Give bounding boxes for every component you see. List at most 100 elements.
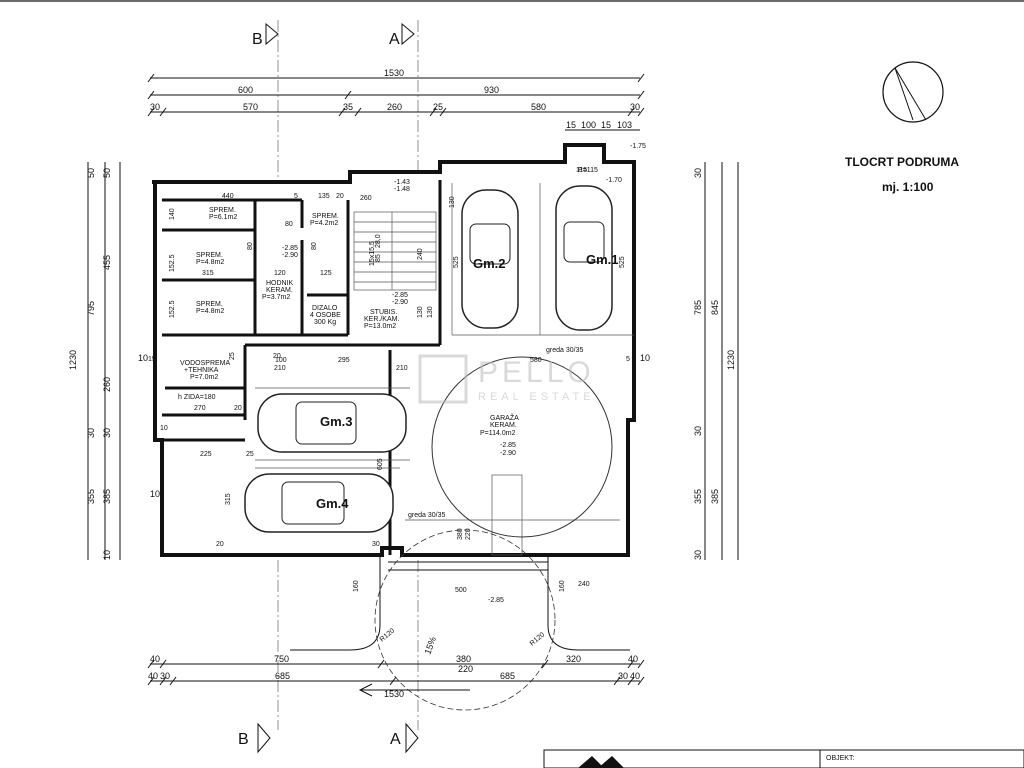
wall-height-note: h ZIDA=180 bbox=[178, 394, 216, 401]
svg-text:HODNIK: HODNIK bbox=[266, 280, 294, 287]
level-markers: -1.43 -1.48 P=115 -1.70 -1.75 -2.85 -2.9… bbox=[282, 143, 646, 604]
svg-text:240: 240 bbox=[417, 248, 424, 260]
svg-text:100: 100 bbox=[275, 357, 287, 364]
svg-text:DIZALO: DIZALO bbox=[312, 305, 338, 312]
svg-text:10: 10 bbox=[640, 353, 650, 363]
bottom-dimensions: 40 750 380 320 40 220 40 30 685 685 30 4… bbox=[147, 654, 645, 699]
parking-label-gm4: Gm.4 bbox=[316, 496, 349, 511]
svg-text:270: 270 bbox=[194, 405, 206, 412]
svg-text:600: 600 bbox=[238, 85, 253, 95]
svg-text:A: A bbox=[389, 31, 400, 48]
right-dimensions: 785 355 845 385 1230 30 30 30 10 bbox=[640, 162, 739, 560]
svg-text:80: 80 bbox=[247, 242, 254, 250]
svg-text:785: 785 bbox=[693, 300, 703, 315]
svg-text:10: 10 bbox=[102, 550, 112, 560]
svg-text:GARAŽA: GARAŽA bbox=[490, 413, 519, 422]
svg-text:295: 295 bbox=[338, 357, 350, 364]
svg-text:210: 210 bbox=[274, 365, 286, 372]
watermark-logo: PELLO REAL ESTATE bbox=[418, 354, 595, 404]
svg-text:P=6.1m2: P=6.1m2 bbox=[209, 214, 237, 221]
svg-text:10: 10 bbox=[150, 489, 160, 499]
car-gm4 bbox=[244, 473, 394, 533]
svg-text:-2.85: -2.85 bbox=[282, 245, 298, 252]
svg-text:152.5: 152.5 bbox=[169, 254, 176, 272]
svg-text:30: 30 bbox=[618, 671, 628, 681]
svg-text:-2.85: -2.85 bbox=[392, 292, 408, 299]
svg-text:380: 380 bbox=[457, 528, 464, 540]
svg-text:130: 130 bbox=[449, 196, 456, 208]
top-dimensions: 1530 600 930 30 570 35 260 25 580 30 15 … bbox=[147, 68, 645, 131]
svg-text:SPREM.: SPREM. bbox=[196, 301, 223, 308]
svg-text:30: 30 bbox=[693, 168, 703, 178]
svg-text:1230: 1230 bbox=[68, 350, 78, 370]
svg-text:100: 100 bbox=[581, 120, 596, 130]
svg-text:-2.90: -2.90 bbox=[500, 450, 516, 457]
svg-text:385: 385 bbox=[102, 489, 112, 504]
svg-text:40: 40 bbox=[148, 671, 158, 681]
svg-text:-1.43: -1.43 bbox=[394, 179, 410, 186]
svg-text:4 OSOBE: 4 OSOBE bbox=[310, 312, 341, 319]
svg-text:SPREM.: SPREM. bbox=[312, 213, 339, 220]
svg-text:260: 260 bbox=[387, 102, 402, 112]
svg-text:R120: R120 bbox=[529, 631, 546, 647]
svg-text:30: 30 bbox=[693, 426, 703, 436]
svg-text:130: 130 bbox=[417, 306, 424, 318]
title-block: OBJEKT: bbox=[543, 749, 1024, 768]
svg-text:210: 210 bbox=[396, 365, 408, 372]
section-marker-b-bottom: B bbox=[238, 722, 271, 754]
room-labels: SPREM. P=6.1m2 SPREM. P=4.2m2 SPREM. P=4… bbox=[180, 207, 519, 457]
svg-text:KERAM.: KERAM. bbox=[266, 287, 293, 294]
svg-text:25: 25 bbox=[229, 352, 236, 360]
svg-text:135: 135 bbox=[318, 193, 330, 200]
svg-text:930: 930 bbox=[484, 85, 499, 95]
svg-text:20: 20 bbox=[234, 405, 242, 412]
svg-text:20: 20 bbox=[336, 193, 344, 200]
drawing-scale: mj. 1:100 bbox=[882, 180, 934, 194]
svg-text:-2.85: -2.85 bbox=[488, 597, 504, 604]
svg-text:30: 30 bbox=[86, 428, 96, 438]
svg-text:1530: 1530 bbox=[384, 689, 404, 699]
svg-text:50: 50 bbox=[86, 168, 96, 178]
svg-text:355: 355 bbox=[693, 489, 703, 504]
svg-text:40: 40 bbox=[150, 654, 160, 664]
svg-text:P=115: P=115 bbox=[578, 167, 598, 174]
svg-text:385: 385 bbox=[710, 489, 720, 504]
beam-label-2: greda 30/35 bbox=[408, 512, 445, 519]
svg-text:795: 795 bbox=[86, 301, 96, 316]
svg-text:845: 845 bbox=[710, 300, 720, 315]
svg-text:30: 30 bbox=[102, 428, 112, 438]
svg-text:315: 315 bbox=[202, 270, 214, 277]
svg-text:P=4.8m2: P=4.8m2 bbox=[196, 259, 224, 266]
drawing-title: TLOCRT PODRUMA bbox=[845, 155, 959, 169]
svg-text:15: 15 bbox=[566, 120, 576, 130]
svg-text:1230: 1230 bbox=[726, 350, 736, 370]
svg-text:40: 40 bbox=[628, 654, 638, 664]
svg-text:525: 525 bbox=[453, 256, 460, 268]
svg-text:PELLO: PELLO bbox=[478, 356, 595, 389]
svg-text:85: 85 bbox=[375, 254, 382, 262]
stair-note-2: 28,0 bbox=[375, 234, 382, 248]
svg-text:315: 315 bbox=[225, 493, 232, 505]
svg-text:160: 160 bbox=[559, 580, 566, 592]
svg-text:5: 5 bbox=[294, 193, 298, 200]
svg-text:35: 35 bbox=[343, 102, 353, 112]
svg-text:80: 80 bbox=[311, 242, 318, 250]
garage-details bbox=[255, 183, 634, 556]
svg-text:120: 120 bbox=[274, 270, 286, 277]
svg-text:VODOSPREMA: VODOSPREMA bbox=[180, 360, 231, 367]
svg-text:525: 525 bbox=[619, 256, 626, 268]
svg-text:152.5: 152.5 bbox=[169, 300, 176, 318]
car-gm2 bbox=[461, 189, 519, 329]
svg-text:-2.85: -2.85 bbox=[500, 442, 516, 449]
svg-text:SPREM.: SPREM. bbox=[209, 207, 236, 214]
svg-text:300 Kg: 300 Kg bbox=[314, 319, 336, 326]
stair-note-1: 15x15,5 bbox=[369, 241, 376, 266]
svg-text:P=7.0m2: P=7.0m2 bbox=[190, 374, 218, 381]
svg-text:580: 580 bbox=[530, 357, 542, 364]
left-dimensions: 1230 795 355 455 260 385 50 50 10 30 30 … bbox=[68, 162, 160, 560]
svg-text:440: 440 bbox=[222, 193, 234, 200]
svg-text:130: 130 bbox=[427, 306, 434, 318]
svg-text:A: A bbox=[390, 731, 401, 748]
svg-text:160: 160 bbox=[353, 580, 360, 592]
svg-text:20: 20 bbox=[216, 541, 224, 548]
